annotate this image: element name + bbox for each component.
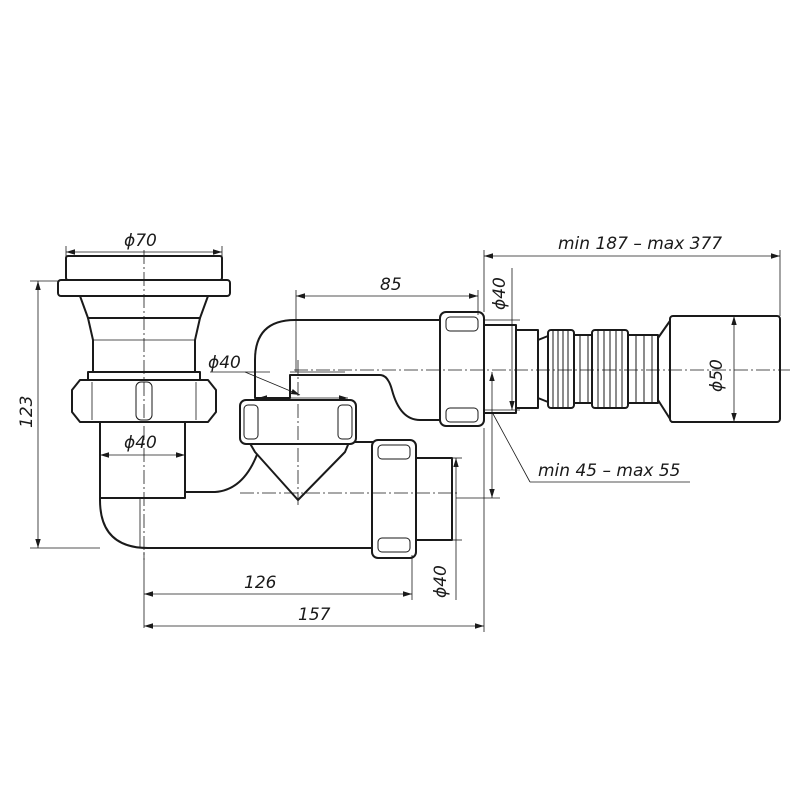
corrugated-hose	[547, 329, 659, 409]
dim-lower-pipe-diameter: ϕ40	[124, 433, 157, 453]
dim-outlet-bottom-diameter: ϕ40	[431, 565, 451, 598]
dim-hose-range: min 187 – max 377	[558, 234, 722, 254]
dim-hose-end-diameter: ϕ50	[707, 359, 727, 392]
outlet-pipe	[415, 457, 453, 541]
dim-upper-pipe-diameter: ϕ40	[208, 353, 241, 373]
hose-collar	[515, 329, 539, 409]
dimension-lines	[30, 246, 781, 632]
dim-height: 123	[17, 396, 37, 428]
dim-outlet-top-diameter: ϕ40	[490, 277, 510, 310]
dim-upper-length: 85	[380, 275, 402, 295]
dim-total-length: 157	[298, 605, 331, 625]
dim-lower-length: 126	[244, 573, 277, 593]
hose-adapter	[483, 324, 517, 414]
drain-vertical-pipe	[99, 417, 186, 499]
dim-strainer-diameter: ϕ70	[124, 231, 157, 251]
siphon-body	[57, 255, 781, 559]
center-lines	[143, 250, 790, 560]
dim-offset-range: min 45 – max 55	[538, 461, 680, 481]
hose-end-sleeve	[669, 315, 781, 423]
dimension-labels: ϕ70 123 ϕ40 ϕ40 85 ϕ40 min 187 – max 377…	[17, 231, 727, 625]
